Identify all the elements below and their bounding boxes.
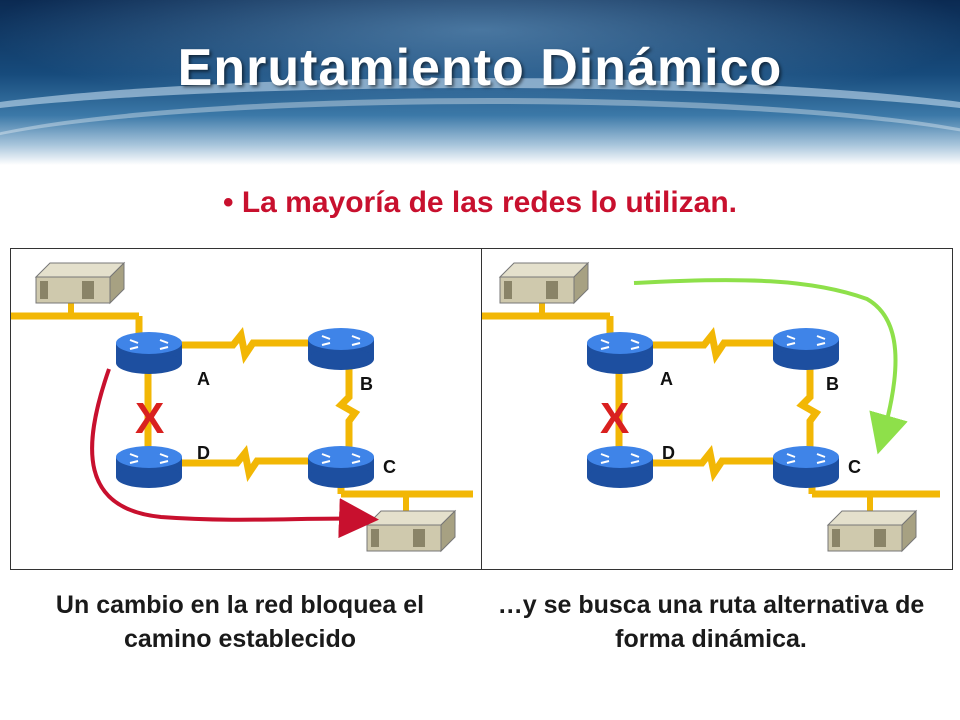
server-icon [34, 261, 126, 305]
link-d-c [181, 444, 311, 482]
router-icon-a [587, 332, 653, 374]
banner-swoosh [0, 78, 960, 165]
alternate-path-arrow [633, 278, 908, 455]
link-b-c [796, 359, 822, 449]
router-icon-d [116, 446, 182, 488]
router-label-b: B [360, 374, 373, 394]
server-icon [498, 261, 590, 305]
router-icon-c [773, 446, 839, 488]
link-failure-mark: X [135, 394, 164, 443]
link-failure-mark: X [600, 394, 629, 443]
caption-right: …y se busca una ruta alternativa de form… [497, 591, 925, 653]
server-icon [826, 509, 918, 553]
slide-title: Enrutamiento Dinámico [177, 39, 783, 97]
router-label-c: C [383, 457, 396, 477]
caption-left: Un cambio en la red bloquea el camino es… [55, 591, 425, 653]
banner-swoosh-highlight [0, 98, 960, 165]
blocked-path-arrow [90, 368, 379, 539]
diagram-panel-left: A B D C X [10, 248, 482, 570]
header-banner [0, 0, 960, 165]
router-icon-b [308, 328, 374, 370]
router-icon-b [773, 328, 839, 370]
router-icon-c [308, 446, 374, 488]
router-label-d: D [197, 443, 210, 463]
link-a-b [181, 326, 311, 364]
server-icon [365, 509, 457, 553]
router-icon-a [116, 332, 182, 374]
router-label-b: B [826, 374, 839, 394]
router-icon-d [587, 446, 653, 488]
router-label-d: D [662, 443, 675, 463]
diagram-panel-right: A B D C X [481, 248, 953, 570]
network-diagram-left: A B D C X [11, 261, 473, 553]
link-d-c [652, 444, 778, 482]
link-a-b [642, 326, 778, 364]
link-b-c [335, 359, 361, 449]
router-label-c: C [848, 457, 861, 477]
router-label-a: A [197, 369, 210, 389]
router-label-a: A [660, 369, 673, 389]
bullet-point: • La mayoría de las redes lo utilizan. [222, 186, 737, 219]
network-diagram-right: A B D C X [482, 261, 940, 553]
